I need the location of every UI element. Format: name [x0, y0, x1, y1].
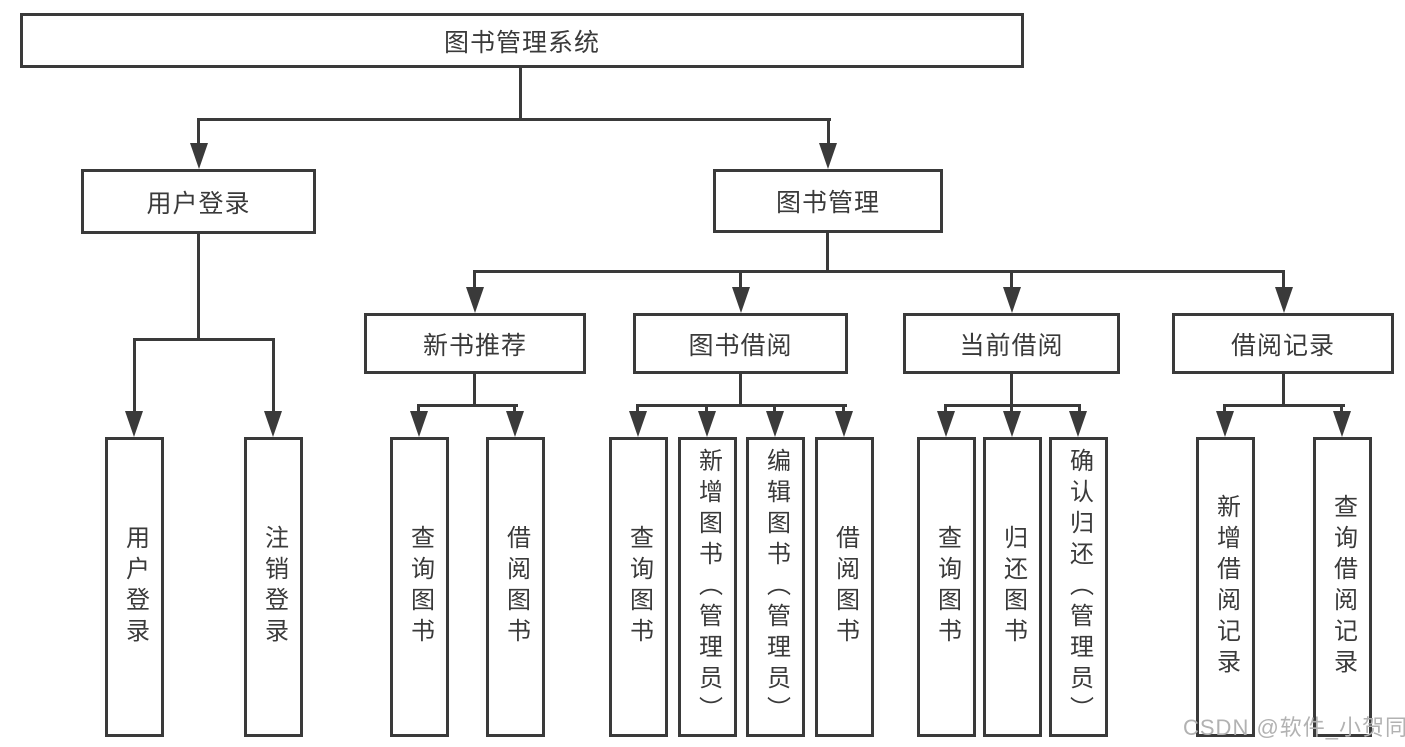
leaf-edit-book-admin: 编辑图书（管理员） [746, 437, 805, 737]
leaf-return-book: 归还图书 [983, 437, 1042, 737]
connector-line [842, 404, 845, 416]
leaf-add-borrow-record-label: 新增借阅记录 [1212, 494, 1240, 680]
connector-line [1223, 404, 1345, 407]
leaf-borrow-books-borrow-label: 借阅图书 [831, 525, 859, 649]
leaf-logout-label: 注销登录 [260, 525, 288, 649]
connector-line [739, 372, 742, 407]
connector-line [636, 404, 639, 416]
connector-line [197, 118, 200, 150]
connector-line [417, 404, 518, 407]
leaf-return-book-label: 归还图书 [999, 525, 1027, 649]
leaf-query-books-current-label: 查询图书 [933, 525, 961, 649]
arrow-down-icon [190, 143, 208, 169]
arrow-down-icon [410, 411, 428, 437]
node-book-borrow: 图书借阅 [633, 313, 848, 374]
connector-line [1340, 404, 1343, 416]
leaf-query-borrow-record-label: 查询借阅记录 [1329, 494, 1357, 680]
leaf-edit-book-admin-label: 编辑图书（管理员） [762, 447, 790, 727]
node-current-borrow-label: 当前借阅 [959, 331, 1064, 360]
arrow-down-icon [125, 411, 143, 437]
node-book-management: 图书管理 [713, 169, 943, 233]
connector-line [1282, 270, 1285, 292]
node-root-label: 图书管理系统 [443, 28, 600, 57]
leaf-confirm-return-admin: 确认归还（管理员） [1049, 437, 1108, 737]
connector-line [197, 232, 200, 341]
arrow-down-icon [629, 411, 647, 437]
arrow-down-icon [1003, 287, 1021, 313]
arrow-down-icon [732, 287, 750, 313]
arrow-down-icon [819, 143, 837, 169]
connector-line [1010, 270, 1013, 292]
leaf-query-books-borrow-label: 查询图书 [625, 525, 653, 649]
leaf-query-books-borrow: 查询图书 [609, 437, 668, 737]
leaf-borrow-books-recommend-label: 借阅图书 [502, 525, 530, 649]
node-current-borrow: 当前借阅 [903, 313, 1120, 374]
node-root: 图书管理系统 [20, 13, 1024, 68]
node-new-book-recommend: 新书推荐 [364, 313, 586, 374]
leaf-query-books-recommend-label: 查询图书 [406, 525, 434, 649]
leaf-logout: 注销登录 [244, 437, 303, 737]
watermark: CSDN @软件_小贺同学 [1183, 715, 1405, 740]
arrow-down-icon [466, 287, 484, 313]
node-borrow-record: 借阅记录 [1172, 313, 1394, 374]
connector-line [133, 338, 275, 341]
node-user-login: 用户登录 [81, 169, 316, 234]
arrow-down-icon [698, 411, 716, 437]
connector-line [417, 404, 420, 416]
leaf-add-book-admin-label: 新增图书（管理员） [694, 447, 722, 727]
connector-line [197, 118, 831, 121]
arrow-down-icon [835, 411, 853, 437]
connector-line [773, 404, 776, 416]
connector-line [1010, 404, 1013, 416]
leaf-borrow-books-recommend: 借阅图书 [486, 437, 545, 737]
connector-line [705, 404, 708, 416]
arrow-down-icon [506, 411, 524, 437]
connector-line [636, 404, 847, 407]
arrow-down-icon [1003, 411, 1021, 437]
leaf-user-login-label: 用户登录 [121, 525, 149, 649]
arrow-down-icon [1333, 411, 1351, 437]
node-borrow-record-label: 借阅记录 [1230, 331, 1335, 360]
node-user-login-label: 用户登录 [146, 189, 251, 218]
connector-line [826, 231, 829, 273]
leaf-query-books-current: 查询图书 [917, 437, 976, 737]
node-book-management-label: 图书管理 [775, 189, 880, 217]
arrow-down-icon [766, 411, 784, 437]
arrow-down-icon [1275, 287, 1293, 313]
leaf-confirm-return-admin-label: 确认归还（管理员） [1065, 447, 1093, 727]
leaf-query-books-recommend: 查询图书 [390, 437, 449, 737]
arrow-down-icon [264, 411, 282, 437]
connector-line [513, 404, 516, 416]
connector-line [133, 338, 136, 416]
node-book-borrow-label: 图书借阅 [688, 331, 793, 360]
arrow-down-icon [937, 411, 955, 437]
connector-line [473, 270, 1285, 273]
leaf-add-borrow-record: 新增借阅记录 [1196, 437, 1255, 737]
connector-line [1282, 372, 1285, 407]
connector-line [1010, 372, 1013, 407]
connector-line [1223, 404, 1226, 416]
connector-line [944, 404, 947, 416]
connector-line [1078, 404, 1081, 416]
arrow-down-icon [1069, 411, 1087, 437]
leaf-query-borrow-record: 查询借阅记录 [1313, 437, 1372, 737]
connector-line [473, 372, 476, 407]
leaf-user-login: 用户登录 [105, 437, 164, 737]
leaf-borrow-books-borrow: 借阅图书 [815, 437, 874, 737]
arrow-down-icon [1216, 411, 1234, 437]
connector-line [519, 66, 522, 121]
leaf-add-book-admin: 新增图书（管理员） [678, 437, 737, 737]
connector-line [827, 118, 830, 150]
connector-line [473, 270, 476, 292]
connector-line [739, 270, 742, 292]
node-new-book-recommend-label: 新书推荐 [422, 331, 527, 360]
connector-line [272, 338, 275, 416]
